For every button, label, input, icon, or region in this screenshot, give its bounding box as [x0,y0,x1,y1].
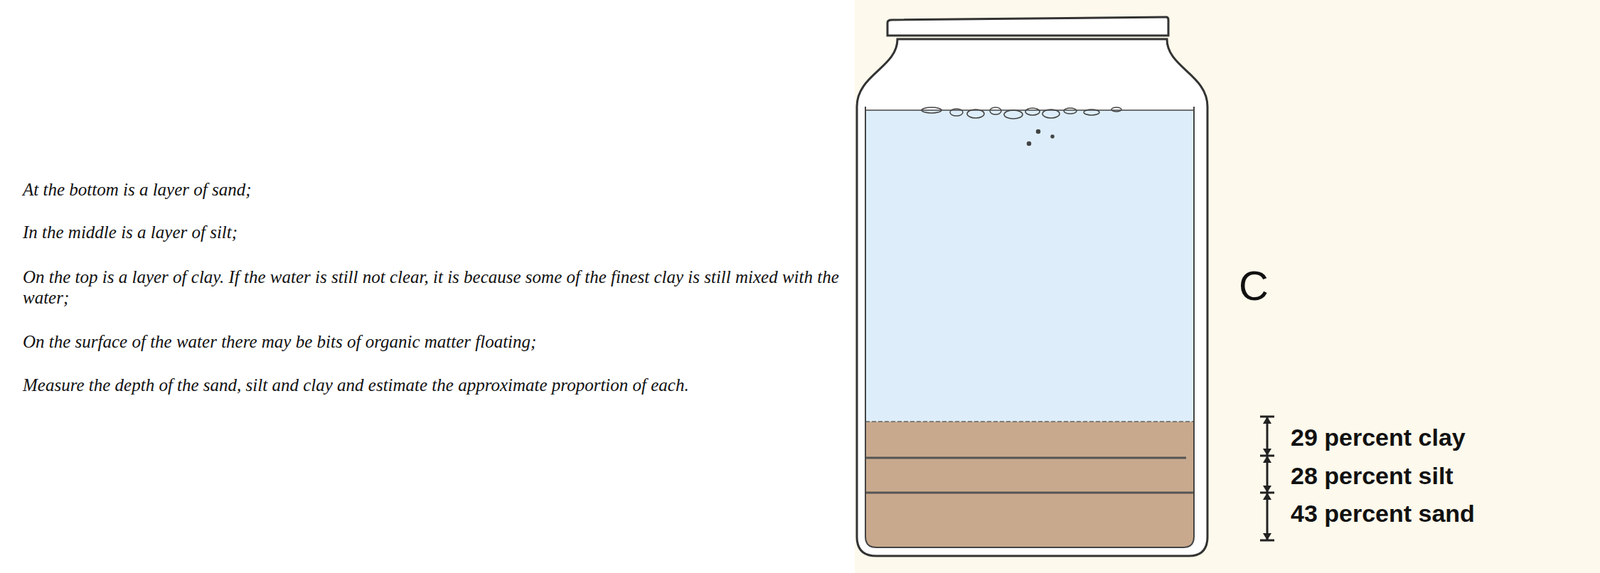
instruction-text: Measure the depth of the sand, silt and … [22,374,841,396]
jar-lid [887,17,1169,36]
measure-bracket [1260,416,1275,541]
water [865,110,1194,422]
panel-letter: C [1238,261,1269,310]
panel-ground [854,0,1600,573]
percent-label: 29 percent clay [1290,423,1466,451]
percent-label: 43 percent sand [1290,499,1475,527]
instruction-text: On the surface of the water there may be… [22,331,841,352]
instruction-text: On the top is a layer of clay. If the wa… [22,266,841,308]
jar-inner [865,106,1194,548]
organic-matter [921,107,1122,146]
bracket-arrows [1262,416,1272,541]
instruction-text: At the bottom is a layer of sand; [22,179,841,200]
layer-line [865,492,1194,495]
layer-line [865,457,1187,460]
soil-top [865,420,1194,423]
percent-label: 28 percent silt [1290,462,1454,490]
instruction-text: In the middle is a layer of silt; [22,221,841,243]
soil [865,421,1194,548]
jar-outline [856,39,1208,557]
water-surface [865,109,1194,111]
